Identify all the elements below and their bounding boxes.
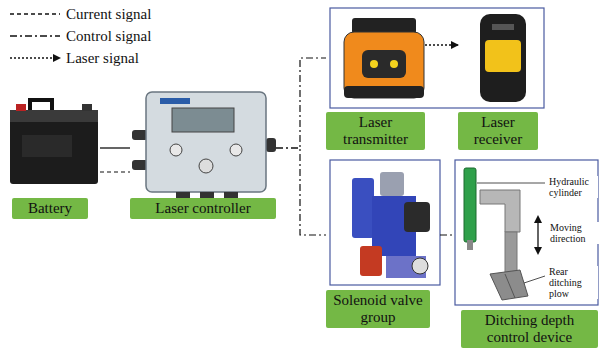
component-label: Ditching depth control device bbox=[461, 310, 598, 348]
component-label: Laser controller bbox=[130, 198, 276, 219]
component-label: Solenoid valve group bbox=[326, 290, 430, 328]
signal-connector bbox=[100, 147, 130, 148]
legend-text: Control signal bbox=[66, 27, 151, 45]
legend-entry: Current signal bbox=[8, 4, 93, 24]
legend-sample bbox=[8, 48, 62, 68]
valve-node: Solenoid valve group bbox=[326, 160, 440, 332]
legend-entry: Laser signal bbox=[8, 48, 81, 68]
signal-connector bbox=[425, 44, 458, 45]
controller-node: Laser controller bbox=[130, 85, 276, 224]
component-label: Laser receiver bbox=[458, 112, 538, 150]
component-label: Battery bbox=[12, 198, 88, 219]
signal-connector bbox=[276, 58, 326, 148]
legend-entry: Control signal bbox=[8, 26, 93, 46]
part-label: Rear ditching plow bbox=[548, 266, 598, 299]
direction-label: Moving direction bbox=[549, 222, 599, 244]
legend-text: Laser signal bbox=[66, 49, 139, 67]
component-label: Laser transmitter bbox=[326, 112, 425, 150]
part-label: Hydraulic cylinder bbox=[548, 176, 598, 198]
legend-sample bbox=[8, 26, 62, 46]
legend-sample bbox=[8, 4, 62, 24]
transmitter-node: Laser transmitter bbox=[326, 8, 425, 154]
legend-text: Current signal bbox=[66, 5, 151, 23]
signal-connector bbox=[100, 171, 130, 172]
receiver-node: Laser receiver bbox=[458, 8, 542, 154]
battery-node: Battery bbox=[8, 92, 100, 224]
signal-connector bbox=[440, 234, 455, 235]
signal-connector bbox=[276, 148, 326, 235]
